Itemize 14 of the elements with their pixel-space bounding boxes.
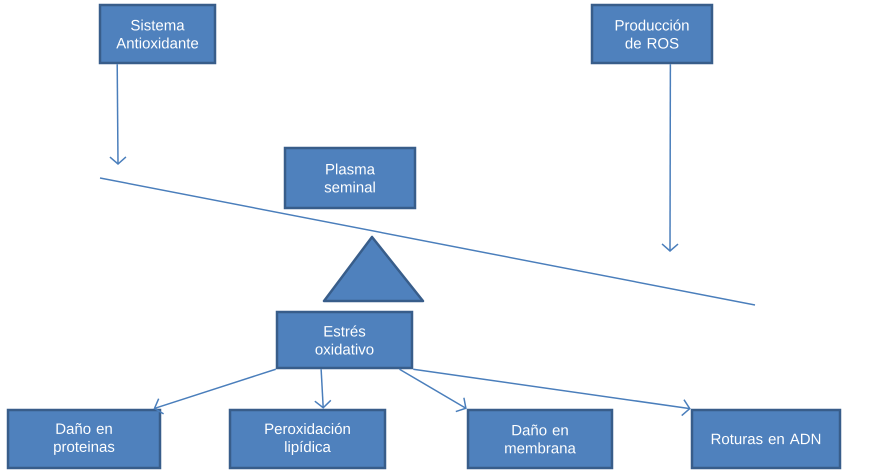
process-box: Plasma seminal [284,146,416,210]
process-box: Peroxidación lipídica [228,408,386,470]
process-box: Estrés oxidativo [276,310,414,370]
arrow [154,368,276,415]
arrow [399,368,467,412]
arrow [662,64,678,252]
process-box: Daño en membrana [466,408,614,470]
process-box: Roturas en ADN [690,408,842,470]
process-box: Producción de ROS [590,4,714,64]
arrow [314,369,332,409]
process-box: Daño en proteinas [6,408,162,470]
arrow [109,64,126,165]
arrow [413,368,691,416]
process-box: Sistema Antioxidante [98,4,216,64]
